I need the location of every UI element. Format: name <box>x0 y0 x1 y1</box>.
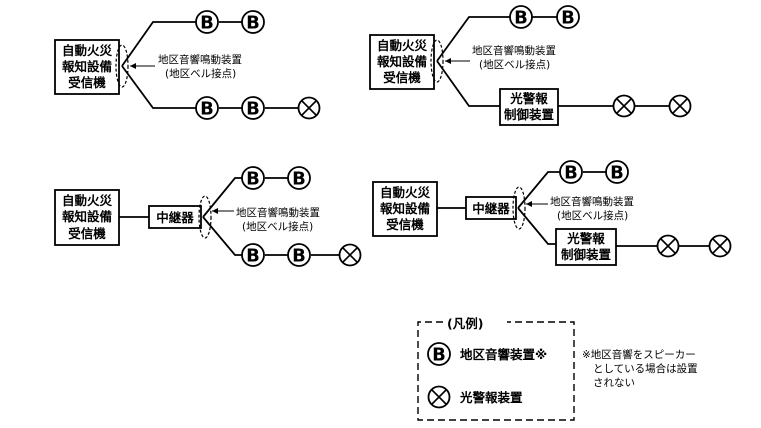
svg-text:B: B <box>514 8 528 29</box>
bell-icon: B <box>241 96 265 120</box>
strobe-icon <box>338 243 362 267</box>
svg-text:B: B <box>246 99 260 120</box>
fire-alarm-receiver: 自動火災 報知設備 受信機 <box>54 39 120 95</box>
receiver-line-3: 受信機 <box>383 70 421 85</box>
footnote: ※地区音響をスピーカー としている場合は設置 されない <box>582 348 698 389</box>
receiver-line-1: 自動火災 <box>62 193 113 208</box>
legend-item-strobe: 光警報装置 <box>427 385 523 409</box>
bell-contact-marker <box>430 39 444 83</box>
svg-text:B: B <box>246 169 260 190</box>
diagram-4: 自動火災 報知設備 受信機 中継器 B B 光警報 制御装置 地区音響鳴動装置 … <box>372 160 732 266</box>
svg-text:B: B <box>292 246 306 267</box>
bell-icon: B <box>287 243 311 267</box>
receiver-line-2: 報知設備 <box>377 54 428 69</box>
svg-text:B: B <box>610 163 624 184</box>
diagram-1: 自動火災 報知設備 受信機 B B B B 地区音響鳴動装置 (地区ベル接点) <box>54 10 321 120</box>
bell-contact-marker <box>115 44 129 88</box>
fire-alarm-receiver: 自動火災 報知設備 受信機 <box>372 181 438 237</box>
bell-contact-marker <box>198 195 212 239</box>
receiver-line-1: 自動火災 <box>380 185 431 200</box>
device-label-line-2: (地区ベル接点) <box>165 67 236 80</box>
bell-icon: B <box>605 160 629 184</box>
controller-line-1: 光警報 <box>566 231 605 246</box>
receiver-line-3: 受信機 <box>68 75 106 90</box>
relay-unit: 中継器 <box>148 205 202 229</box>
receiver-line-2: 報知設備 <box>62 209 113 224</box>
note-line-1: ※地区音響をスピーカー <box>582 348 696 361</box>
bell-icon: B <box>427 342 451 366</box>
svg-text:B: B <box>200 99 214 120</box>
fire-alarm-receiver: 自動火災 報知設備 受信機 <box>369 34 435 90</box>
svg-text:B: B <box>432 345 446 366</box>
controller-line-2: 制御装置 <box>561 247 612 262</box>
svg-text:B: B <box>246 246 260 267</box>
controller-line-2: 制御装置 <box>504 107 555 122</box>
device-label-line-1: 地区音響鳴動装置 <box>550 195 634 208</box>
strobe-icon <box>668 94 692 118</box>
device-label-line-1: 地区音響鳴動装置 <box>158 53 242 66</box>
fire-alarm-receiver: 自動火災 報知設備 受信機 <box>54 189 120 246</box>
receiver-line-1: 自動火災 <box>62 43 113 58</box>
receiver-line-3: 受信機 <box>386 217 424 232</box>
bell-contact-marker <box>512 186 526 230</box>
legend-item-bell: B 地区音響装置※ <box>427 342 547 366</box>
relay-unit: 中継器 <box>465 196 517 220</box>
branch-line-lower <box>121 65 196 109</box>
device-label-line-1: 地区音響鳴動装置 <box>472 44 556 57</box>
strobe-icon <box>297 96 321 120</box>
diagram-3: 自動火災 報知設備 受信機 中継器 B B B B 地区音響鳴動装置 (地区ベル… <box>54 166 362 267</box>
svg-text:B: B <box>246 13 260 34</box>
strobe-icon <box>612 94 636 118</box>
strobe-icon <box>656 234 680 258</box>
bell-icon: B <box>509 5 533 29</box>
svg-text:B: B <box>200 13 214 34</box>
legend-bell-label: 地区音響装置※ <box>460 347 547 362</box>
note-line-2: としている場合は設置 <box>593 362 698 375</box>
receiver-line-3: 受信機 <box>68 226 106 241</box>
legend-title: (凡例) <box>447 316 483 331</box>
strobe-icon <box>708 234 732 258</box>
device-label-line-1: 地区音響鳴動装置 <box>236 206 320 219</box>
legend-frame <box>417 321 575 421</box>
svg-text:B: B <box>561 8 575 29</box>
bell-icon: B <box>241 10 265 34</box>
bell-icon: B <box>195 96 219 120</box>
relay-label: 中継器 <box>472 201 510 216</box>
svg-text:B: B <box>564 163 578 184</box>
strobe-controller: 光警報 制御装置 <box>499 88 559 126</box>
bell-icon: B <box>556 5 580 29</box>
svg-text:B: B <box>292 169 306 190</box>
bell-icon: B <box>241 243 265 267</box>
diagram-2: 自動火災 報知設備 受信機 B B 光警報 制御装置 地区音響鳴動装置 (地区ベ… <box>369 5 692 126</box>
receiver-line-2: 報知設備 <box>380 201 431 216</box>
bell-icon: B <box>559 160 583 184</box>
device-label-line-2: (地区ベル接点) <box>242 220 313 233</box>
bell-icon: B <box>287 166 311 190</box>
relay-label: 中継器 <box>156 210 194 225</box>
branch-line-upper <box>121 21 196 67</box>
bell-icon: B <box>195 10 219 34</box>
legend: (凡例) B 地区音響装置※ 光警報装置 <box>417 316 575 421</box>
controller-line-1: 光警報 <box>509 91 548 106</box>
device-label-line-2: (地区ベル接点) <box>479 58 550 71</box>
strobe-controller: 光警報 制御装置 <box>555 228 617 266</box>
note-line-3: されない <box>593 377 635 389</box>
strobe-icon <box>427 385 451 409</box>
receiver-line-1: 自動火災 <box>377 38 428 53</box>
device-label-line-2: (地区ベル接点) <box>557 209 628 222</box>
bell-icon: B <box>241 166 265 190</box>
receiver-line-2: 報知設備 <box>62 59 113 74</box>
legend-strobe-label: 光警報装置 <box>459 390 523 405</box>
